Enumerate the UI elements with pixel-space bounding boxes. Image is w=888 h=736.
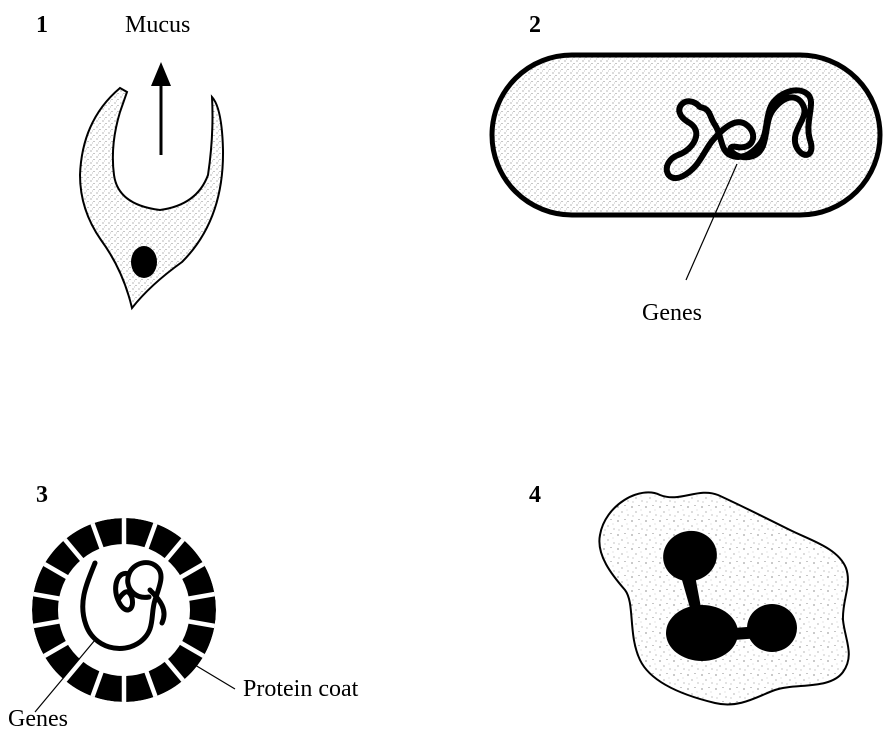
figure-3: 3: [8, 482, 359, 731]
bacterium-cell: [492, 55, 880, 215]
figure-1: 1 Mucus: [36, 12, 223, 308]
genes-label-3: Genes: [8, 706, 68, 731]
figure-2: 2 Genes: [492, 12, 880, 326]
genes-label-2: Genes: [642, 300, 702, 326]
figure-3-number: 3: [36, 482, 48, 508]
figure-1-number: 1: [36, 12, 48, 38]
cell-4-outline: [599, 492, 848, 704]
figure-4-number: 4: [529, 482, 541, 508]
mucus-label: Mucus: [125, 12, 190, 38]
cell-1-nucleus: [131, 246, 157, 278]
figure-4: 4: [529, 482, 849, 704]
protein-coat-label: Protein coat: [243, 676, 359, 702]
protein-coat-pointer: [195, 665, 235, 689]
figure-2-number: 2: [529, 12, 541, 38]
mucus-arrow-head: [151, 62, 171, 86]
